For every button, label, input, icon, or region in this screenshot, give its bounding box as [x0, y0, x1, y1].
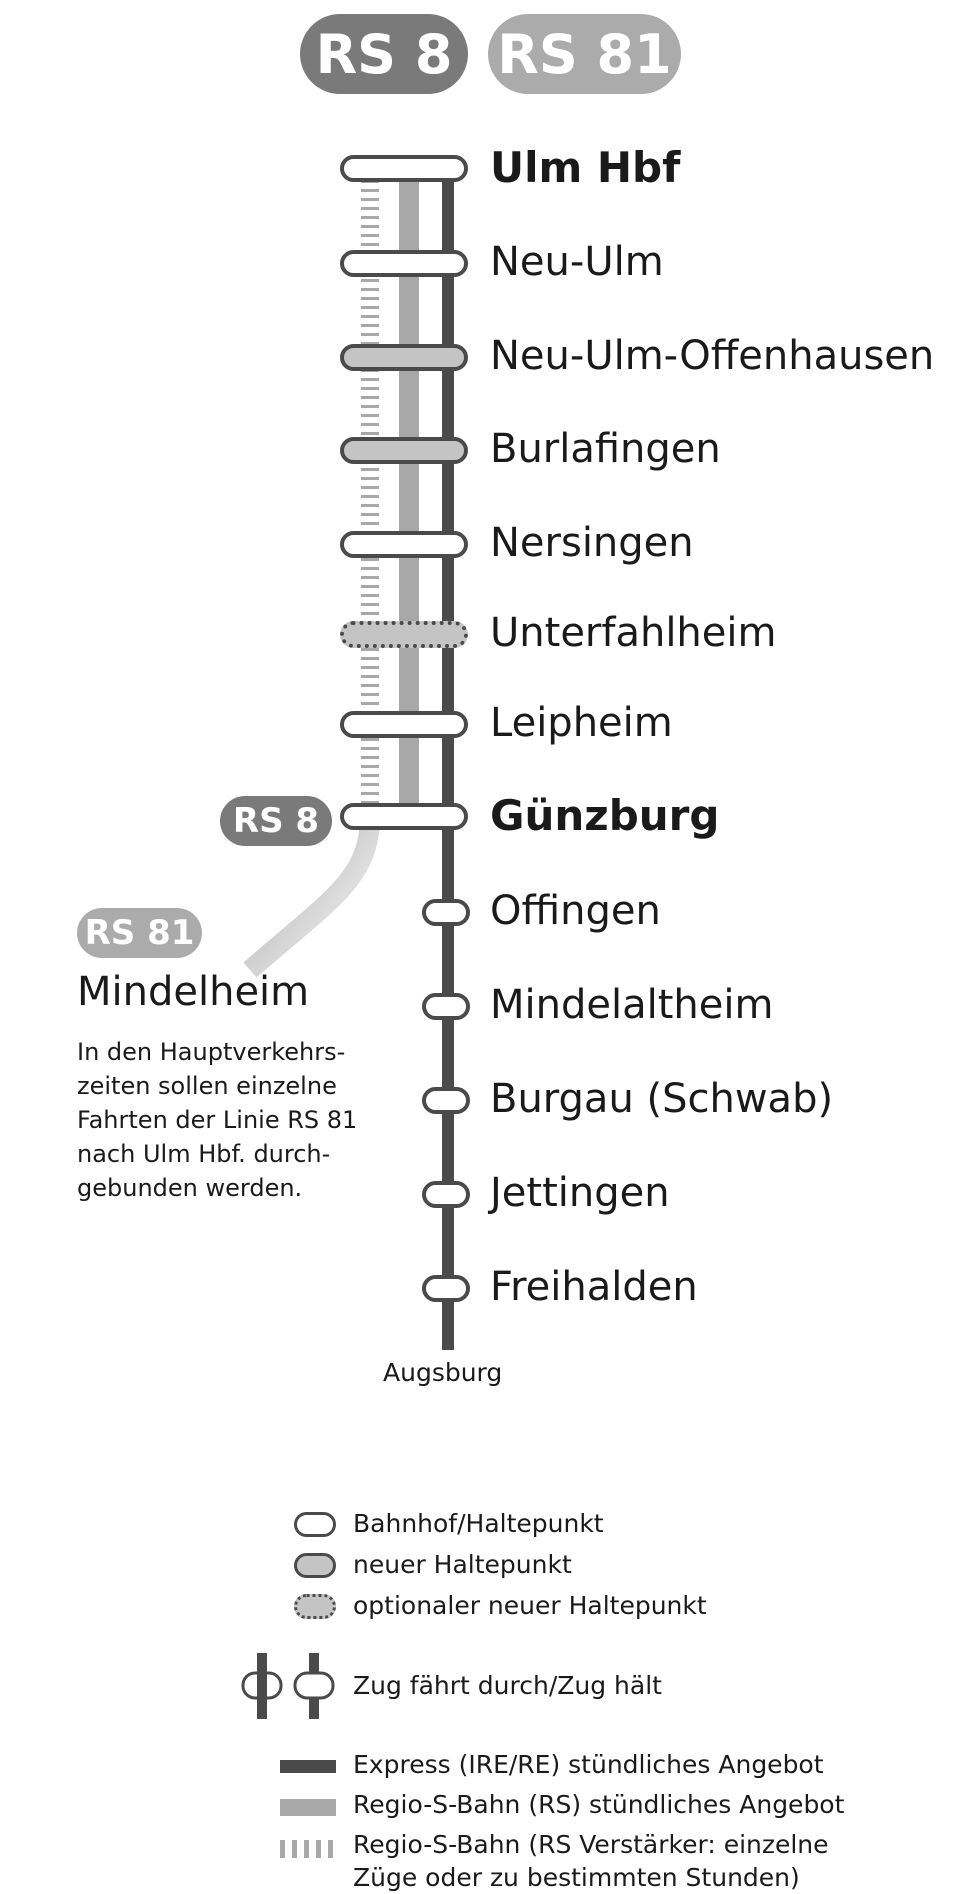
legend-new-stop-icon	[294, 1553, 336, 1578]
legend-passthrough-icon	[241, 1653, 335, 1719]
station-stop	[340, 344, 468, 371]
station-name: Offingen	[490, 888, 661, 934]
station-name: Leipheim	[490, 700, 673, 746]
line-badge-rs8: RS 8	[300, 14, 468, 94]
station-name: Nersingen	[490, 520, 694, 566]
legend-express-swatch	[280, 1760, 336, 1773]
legend-rs-label: Regio-S-Bahn (RS) stündliches Angebot	[353, 1790, 845, 1819]
station-name: Burgau (Schwab)	[490, 1076, 834, 1122]
station-stop	[340, 531, 468, 558]
station-name: Jettingen	[490, 1170, 670, 1216]
station-stop	[340, 803, 468, 830]
station-name: Mindelaltheim	[490, 982, 774, 1028]
station-name: Unterfahlheim	[490, 610, 777, 656]
station-stop	[422, 993, 470, 1020]
branch-destination: Mindelheim	[77, 969, 310, 1015]
legend-optional-stop-label: optionaler neuer Haltepunkt	[353, 1591, 707, 1620]
station-stop	[340, 437, 468, 464]
station-stop	[340, 711, 468, 738]
rs81-branch-line	[243, 819, 380, 978]
branch-badge-rs8: RS 8	[220, 796, 332, 846]
station-stop	[422, 1087, 470, 1114]
legend-express-label: Express (IRE/RE) stündliches Angebot	[353, 1750, 824, 1779]
legend-optional-stop-icon	[294, 1594, 336, 1619]
branch-badge-rs81: RS 81	[77, 908, 202, 958]
legend-passthrough-label: Zug fährt durch/Zug hält	[353, 1671, 662, 1700]
station-stop	[422, 1275, 470, 1302]
station-stop	[340, 250, 468, 277]
station-name: Neu-Ulm	[490, 239, 664, 285]
station-stop	[340, 621, 468, 648]
legend-station-label: Bahnhof/Haltepunkt	[353, 1509, 604, 1538]
legend-rs-swatch	[280, 1799, 336, 1816]
station-name: Ulm Hbf	[490, 143, 681, 192]
station-stop	[422, 899, 470, 926]
station-stop	[340, 155, 468, 182]
legend-rs-extra-label: Regio-S-Bahn (RS Verstärker: einzelne Zü…	[353, 1830, 829, 1892]
station-name: Günzburg	[490, 791, 720, 840]
station-stop	[422, 1181, 470, 1208]
legend-rs-extra-swatch	[280, 1840, 336, 1858]
branch-note: In den Hauptverkehrs-zeiten sollen einze…	[77, 1038, 358, 1203]
station-name: Neu-Ulm-Offenhausen	[490, 333, 935, 379]
station-name: Burlafingen	[490, 426, 721, 472]
line-end-label: Augsburg	[383, 1358, 503, 1387]
legend-station-icon	[294, 1512, 336, 1537]
line-badge-rs81: RS 81	[488, 14, 681, 94]
legend-new-stop-label: neuer Haltepunkt	[353, 1550, 572, 1579]
station-name: Freihalden	[490, 1264, 698, 1310]
